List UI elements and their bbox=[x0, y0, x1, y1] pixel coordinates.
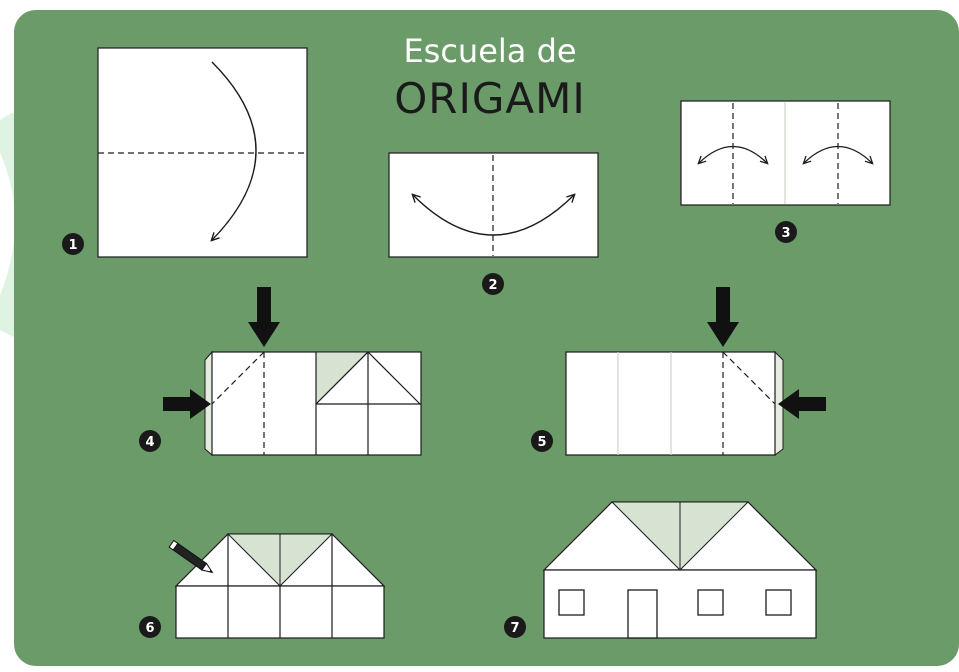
step-2: 2 bbox=[388, 152, 599, 295]
pencil-icon bbox=[168, 539, 214, 574]
step-badge bbox=[482, 273, 504, 295]
push-arrow-icon bbox=[707, 287, 739, 347]
title-line-1: Escuela de bbox=[403, 32, 576, 70]
door bbox=[627, 589, 658, 639]
step-badge bbox=[139, 430, 161, 452]
step-7: 7 bbox=[504, 501, 818, 639]
curved-arrow-icon bbox=[413, 195, 574, 236]
push-arrow-icon bbox=[778, 389, 826, 419]
step-number: 5 bbox=[537, 435, 546, 450]
fold-arrow-icon bbox=[804, 145, 872, 164]
step-number: 2 bbox=[488, 278, 497, 293]
step-3: 3 bbox=[680, 100, 891, 243]
step-number: 4 bbox=[145, 435, 154, 450]
curved-arrow-icon bbox=[212, 61, 257, 240]
step-number: 1 bbox=[68, 238, 77, 253]
step-5: 5 bbox=[531, 287, 826, 456]
push-arrow-icon bbox=[163, 389, 211, 419]
fold-line bbox=[211, 351, 265, 405]
fold-line bbox=[722, 351, 776, 405]
title-block: Escuela de ORIGAMI bbox=[394, 32, 586, 123]
step-number: 3 bbox=[781, 226, 790, 241]
step-badge bbox=[62, 233, 84, 255]
step-badge bbox=[775, 221, 797, 243]
roof-shade bbox=[279, 533, 334, 588]
step-number: 6 bbox=[145, 621, 154, 636]
step-badge bbox=[504, 616, 526, 638]
window bbox=[765, 589, 792, 616]
window bbox=[558, 589, 585, 616]
step-4: 4 bbox=[139, 287, 422, 457]
step-badge bbox=[139, 616, 161, 638]
step-6: 6 bbox=[139, 533, 386, 639]
title-line-2: ORIGAMI bbox=[394, 74, 586, 123]
step-1: 1 bbox=[62, 47, 308, 258]
roof-shade bbox=[679, 501, 750, 572]
step-number: 7 bbox=[510, 621, 519, 636]
window bbox=[697, 589, 724, 616]
fold-arrow-icon bbox=[699, 145, 767, 164]
push-arrow-icon bbox=[248, 287, 280, 347]
step-badge bbox=[531, 430, 553, 452]
